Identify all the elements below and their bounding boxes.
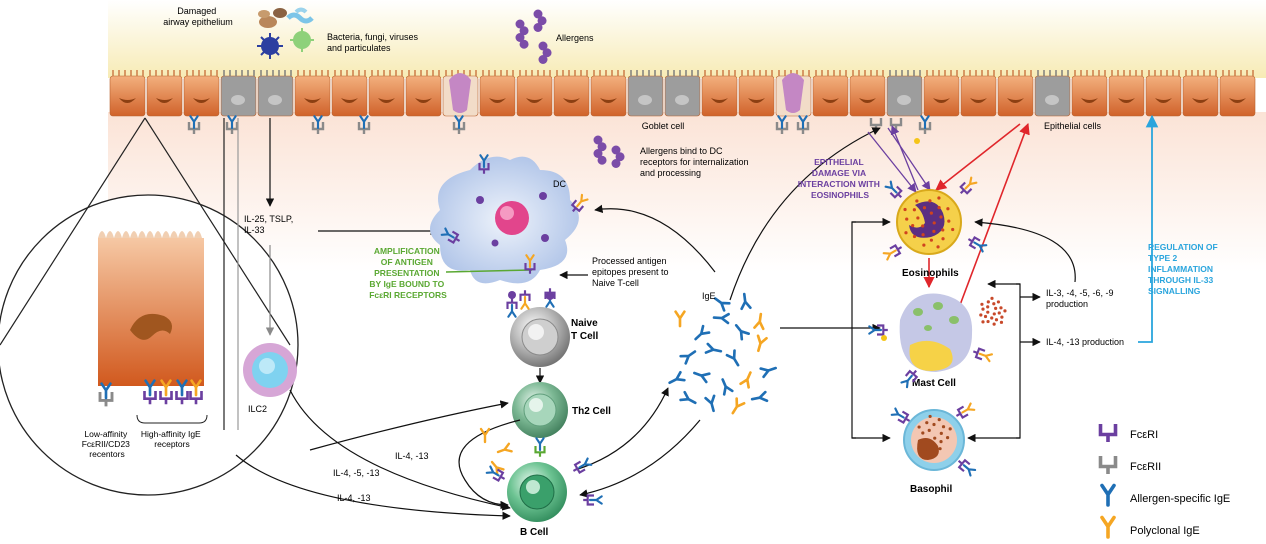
epithelial-cell [960,70,997,117]
basophil-label: Basophil [910,484,952,495]
dc-label: DC [553,179,566,189]
b-cell-label: B Cell [520,527,549,538]
pathogens-icon [257,7,314,59]
epithelial-cell [294,70,331,117]
epithelial-cell [1145,70,1182,117]
epithelial-cell [368,70,405,117]
ige-label: IgE [702,291,716,301]
epithelial-cell [997,70,1034,117]
pathogens-label: Bacteria, fungi, viruses and particulate… [327,32,421,53]
il4-production-label: IL-4, -13 production [1046,337,1124,347]
il4-13-th2-label: IL-4, -13 [395,451,429,461]
legend-label: Allergen-specific IgE [1130,493,1230,505]
epithelial-cell [1034,70,1071,117]
epithelial-cell [812,70,849,117]
processed-antigen-label: Processed antigen epitopes present to Na… [592,256,671,288]
epithelial-cell [220,70,257,117]
allergens-bind-dc-label: Allergens bind to DC receptors for inter… [640,146,751,178]
epithelial-cell [775,70,812,117]
th2-cell [512,382,568,438]
il4-5-13-label: IL-4, -5, -13 [333,468,380,478]
legend-label: FcεRII [1130,461,1161,473]
epithelial-cell [553,70,590,117]
ilc2-label: ILC2 [248,404,267,414]
epithelial-cell [923,70,960,117]
eosinophils-label: Eosinophils [902,268,959,279]
allergens-label: Allergens [556,33,594,43]
epithelial-cell [701,70,738,117]
epithelial-cell [664,70,701,117]
airway-epithelium [109,70,1256,117]
allergens-icon [515,9,552,64]
magnified-receptors [98,379,203,407]
epithelial-cell [516,70,553,117]
epithelial-cell [183,70,220,117]
legend-label: FcεRI [1130,429,1158,441]
goblet-cell-label: Goblet cell [642,121,685,131]
cell-surface-receptors [440,154,994,506]
epithelial-cell [627,70,664,117]
legend-item: Allergen-specific IgE [1100,483,1230,507]
mast-cell [899,293,1007,372]
legend-item: FcεRI [1098,424,1158,442]
epithelial-cell [738,70,775,117]
high-affinity-label: High-affinity IgE receptors [141,429,203,449]
amplification-label: AMPLIFICATION OF ANTIGEN PRESENTATION BY… [369,246,447,300]
receptor-legend: FcεRI FcεRII Allergen-specific IgE Polyclon… [1098,424,1230,539]
naive-t-cell-label: Naive T Cell [571,318,600,342]
dendritic-cell [430,156,579,284]
fcerii-receptor-icon [1098,456,1118,474]
low-affinity-label: Low-affinity FcεRII/CD23 recentors [82,429,133,459]
epithelial-cell [331,70,368,117]
allergen-specific-ige-icon [1100,483,1116,507]
epithelial-cell [1071,70,1108,117]
th2-cell-label: Th2 Cell [572,406,611,417]
ilc2-cell [243,343,297,397]
epithelial-cell [849,70,886,117]
b-cell [507,462,567,522]
epithelial-cells-label: Epithelial cells [1044,121,1102,131]
epithelial-cell [1108,70,1145,117]
legend-label: Polyclonal IgE [1130,525,1200,537]
mast-cell-label: Mast Cell [912,378,956,389]
basophil-cell [903,409,965,471]
epithelial-cell [1219,70,1256,117]
legend-item: Polyclonal IgE [1100,515,1200,539]
epithelial-cell [109,70,146,117]
il33-feedback-arrow [1138,114,1159,343]
eosinophil-cell [896,189,962,255]
legend-item: FcεRII [1098,456,1161,474]
epithelial-damage-label: EPITHELIAL DAMAGE VIA INTERACTION WITH E… [798,157,883,200]
epithelial-cell [146,70,183,117]
epithelial-cell [886,70,923,117]
epithelial-cell [257,70,294,117]
il4-13-ilc2-label: IL-4, -13 [337,493,371,503]
ige-antibody-cluster [479,292,777,476]
il3-production-label: IL-3, -4, -5, -6, -9 production [1046,288,1116,309]
polyclonal-ige-icon [1100,515,1116,539]
epithelial-cell [590,70,627,117]
epithelial-cell [1182,70,1219,117]
submucosa-tissue [108,112,1266,272]
alarmins-label: IL-25, TSLP, IL-33 [244,214,296,235]
damaged-epithelium-label: Damaged airway epithelium [163,6,233,27]
regulation-label: REGULATION OF TYPE 2 INFLAMMATION THROUG… [1148,242,1220,296]
fceri-receptor-icon [1098,424,1118,442]
naive-t-cell [510,307,570,367]
epithelial-cell [442,70,479,117]
epithelial-cell [405,70,442,117]
dc-allergens-icon [593,135,625,168]
epithelial-cell [479,70,516,117]
